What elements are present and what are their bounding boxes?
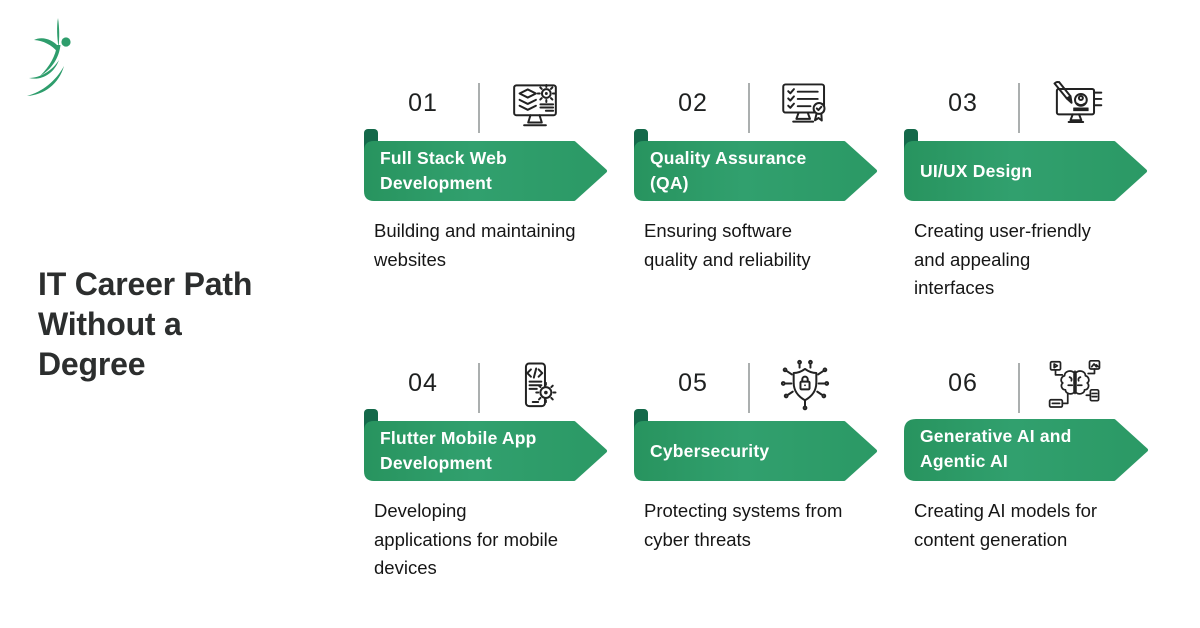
career-banner: Flutter Mobile App Development xyxy=(362,409,612,481)
step-number: 04 xyxy=(408,369,438,397)
career-description: Protecting systems from cyber threats xyxy=(644,500,843,550)
vertical-divider xyxy=(1018,83,1020,133)
flutter-phone-code-gear-icon xyxy=(504,357,566,419)
vertical-divider xyxy=(748,83,750,133)
career-banner: Cybersecurity xyxy=(632,409,882,481)
career-title: UI/UX Design xyxy=(920,160,1033,181)
card-header: 06 xyxy=(902,357,1152,419)
career-banner: UI/UX Design xyxy=(902,129,1152,201)
career-title: Quality Assurance (QA) xyxy=(650,148,807,193)
career-banner: Generative AI and Agentic AI xyxy=(902,409,1152,481)
vertical-divider xyxy=(478,83,480,133)
career-title: Flutter Mobile App Development xyxy=(380,428,537,473)
step-number: 05 xyxy=(678,369,708,397)
qa-monitor-checklist-badge-icon xyxy=(774,77,836,139)
career-card-uiux: 03 xyxy=(902,80,1152,352)
career-card-qa: 02 xyxy=(632,80,882,352)
career-title: Full Stack Web Development xyxy=(380,148,507,193)
career-title: Cybersecurity xyxy=(650,440,770,461)
step-number: 02 xyxy=(678,89,708,117)
career-description: Creating user-friendly and appealing int… xyxy=(914,220,1091,298)
career-banner: Full Stack Web Development xyxy=(362,129,612,201)
vertical-divider xyxy=(1018,363,1020,413)
step-number: 06 xyxy=(948,369,978,397)
career-title: Generative AI and Agentic AI xyxy=(920,426,1072,471)
step-number: 01 xyxy=(408,89,438,117)
career-card-flutter: 04 Flutter Mob xyxy=(362,360,612,628)
career-card-fullstack: 01 xyxy=(362,80,612,352)
card-header: 04 xyxy=(362,360,612,418)
card-header: 01 xyxy=(362,80,612,138)
step-number: 03 xyxy=(948,89,978,117)
page-title: IT Career Path Without a Degree xyxy=(38,266,253,382)
card-header: 02 xyxy=(632,80,882,138)
career-description: Ensuring software quality and reliabilit… xyxy=(644,220,811,270)
generative-ai-brain-network-icon xyxy=(1044,357,1106,419)
card-header: 05 xyxy=(632,357,882,419)
card-header: 03 xyxy=(902,80,1152,138)
cybersecurity-shield-lock-circuit-icon xyxy=(774,357,836,419)
uiux-screen-pen-profile-icon xyxy=(1044,77,1106,139)
career-description: Developing applications for mobile devic… xyxy=(374,500,559,578)
vertical-divider xyxy=(748,363,750,413)
career-card-cybersecurity: 05 xyxy=(632,357,882,628)
career-description: Building and maintaining websites xyxy=(374,220,576,270)
fullstack-monitor-layers-gear-icon xyxy=(504,77,566,139)
career-description: Creating AI models for content generatio… xyxy=(914,500,1098,550)
leaping-figure-logo xyxy=(27,18,71,96)
vertical-divider xyxy=(478,363,480,413)
career-card-generative-ai: 06 xyxy=(902,357,1152,628)
career-banner: Quality Assurance (QA) xyxy=(632,129,882,201)
